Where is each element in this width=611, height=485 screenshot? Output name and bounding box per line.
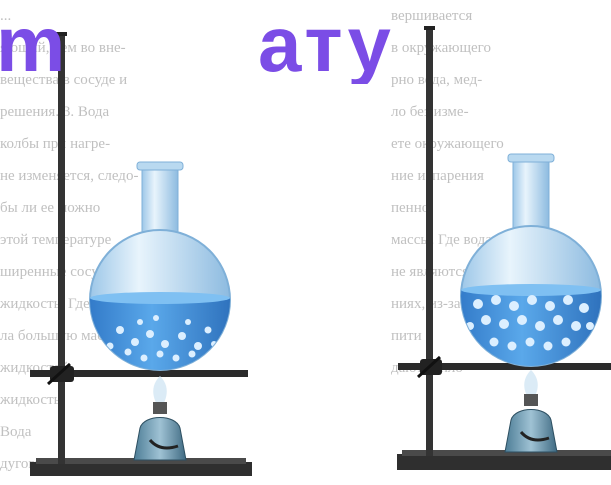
background-text-line: рно вода, мед- (391, 72, 483, 88)
background-text-line: ете окружающего (391, 136, 504, 152)
flask (460, 153, 602, 367)
background-text-line: колбы при нагре- (0, 136, 111, 152)
heading-fragment-right: ату (258, 4, 394, 84)
ring-support (30, 370, 248, 377)
background-text-line: пенно (391, 200, 430, 216)
background-text-line: Вода (0, 424, 32, 440)
clamp (416, 355, 442, 379)
clamp (46, 362, 74, 386)
flame (153, 376, 167, 410)
background-text-line: вершивается (391, 8, 473, 24)
background-text-line: не изменяется, следо- (0, 168, 139, 184)
stand-base (397, 454, 611, 470)
bubbles (106, 315, 217, 362)
stand-base (30, 462, 252, 476)
background-text-line: решения. 3. Вода (0, 104, 110, 120)
background-text-line: ... (0, 8, 12, 24)
background-text-line: массы. Где вода (391, 232, 492, 248)
burner (504, 394, 558, 453)
heading-fragment-left: m (0, 4, 69, 84)
flask (89, 161, 231, 371)
stand-rod (58, 32, 65, 464)
background-text-line: ниях, из-за (391, 296, 461, 312)
background-text-line: ширенные сосуды (0, 264, 116, 280)
background-text-line: ние испарения (391, 168, 484, 184)
background-text-line: бы ли ее можно (0, 200, 101, 216)
right-apparatus (397, 26, 611, 470)
background-text-line: пити (391, 328, 422, 344)
overlay-heading: m ату (0, 4, 611, 84)
ring-support (398, 363, 611, 370)
burner (133, 402, 187, 461)
background-text-line: этой температуре (0, 232, 112, 248)
background-text-line: в окружающего (391, 40, 491, 56)
background-text-line: жидкость (0, 392, 61, 408)
left-apparatus (30, 32, 252, 476)
bubbles (466, 295, 594, 351)
stand-rod (426, 26, 433, 456)
